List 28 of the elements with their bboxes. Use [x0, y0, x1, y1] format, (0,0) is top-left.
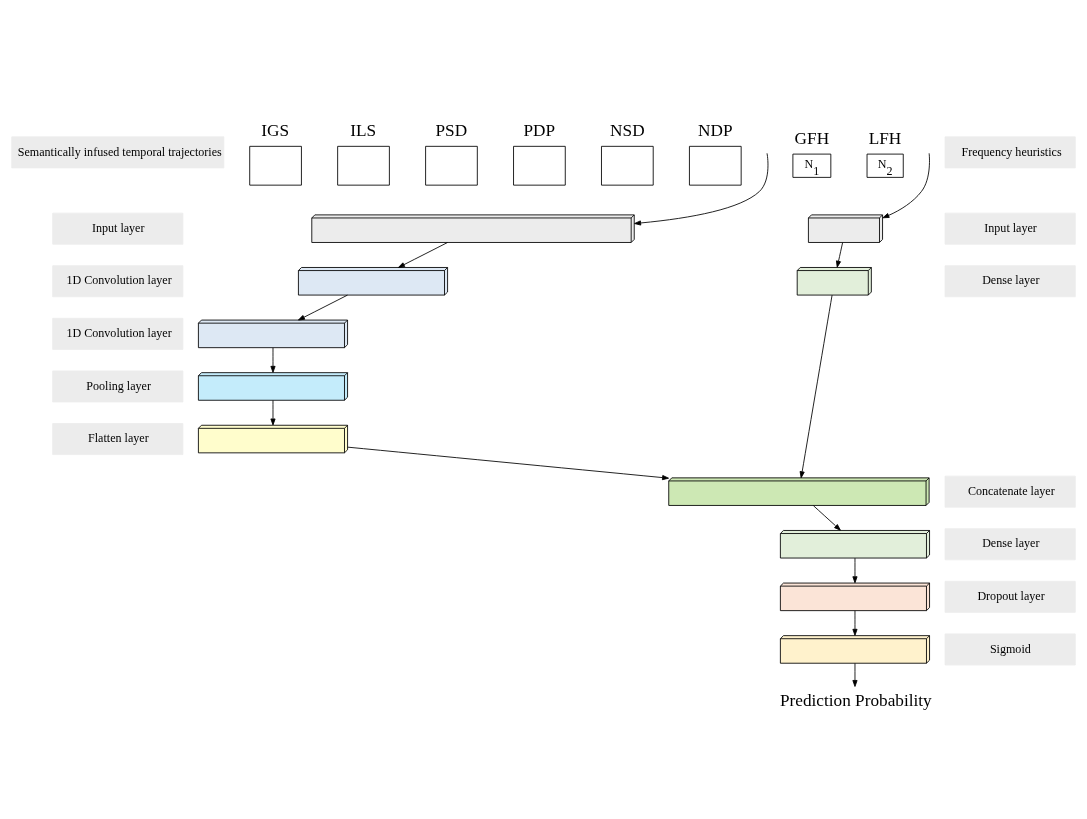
node-label: LFH: [868, 128, 902, 148]
arrow: [298, 294, 348, 321]
node-box: [249, 145, 302, 186]
node-label: PSD: [435, 121, 468, 140]
node-box: [689, 145, 742, 186]
arrow: [398, 242, 448, 268]
node-label: GFH: [794, 128, 830, 148]
node-label: PDP: [523, 121, 556, 140]
arrow: [799, 294, 833, 479]
node-label: ILS: [350, 121, 377, 140]
node-label: NSD: [610, 121, 645, 140]
arrow: [836, 242, 844, 268]
node-box: [601, 145, 654, 186]
arrow: [852, 610, 858, 636]
arrow: [882, 152, 930, 219]
arrow: [634, 152, 769, 226]
node-box: [513, 145, 566, 186]
node-box: [425, 145, 478, 186]
arrow: [270, 400, 276, 426]
arrow: [270, 347, 276, 373]
node-box: [337, 145, 390, 186]
node-label: NDP: [698, 121, 733, 140]
arrow: [852, 557, 858, 584]
node-text: Prediction Probability: [779, 691, 932, 711]
node-label: IGS: [261, 121, 290, 140]
arrow: [812, 505, 841, 531]
arrow: [852, 662, 858, 687]
arrow: [347, 446, 669, 481]
